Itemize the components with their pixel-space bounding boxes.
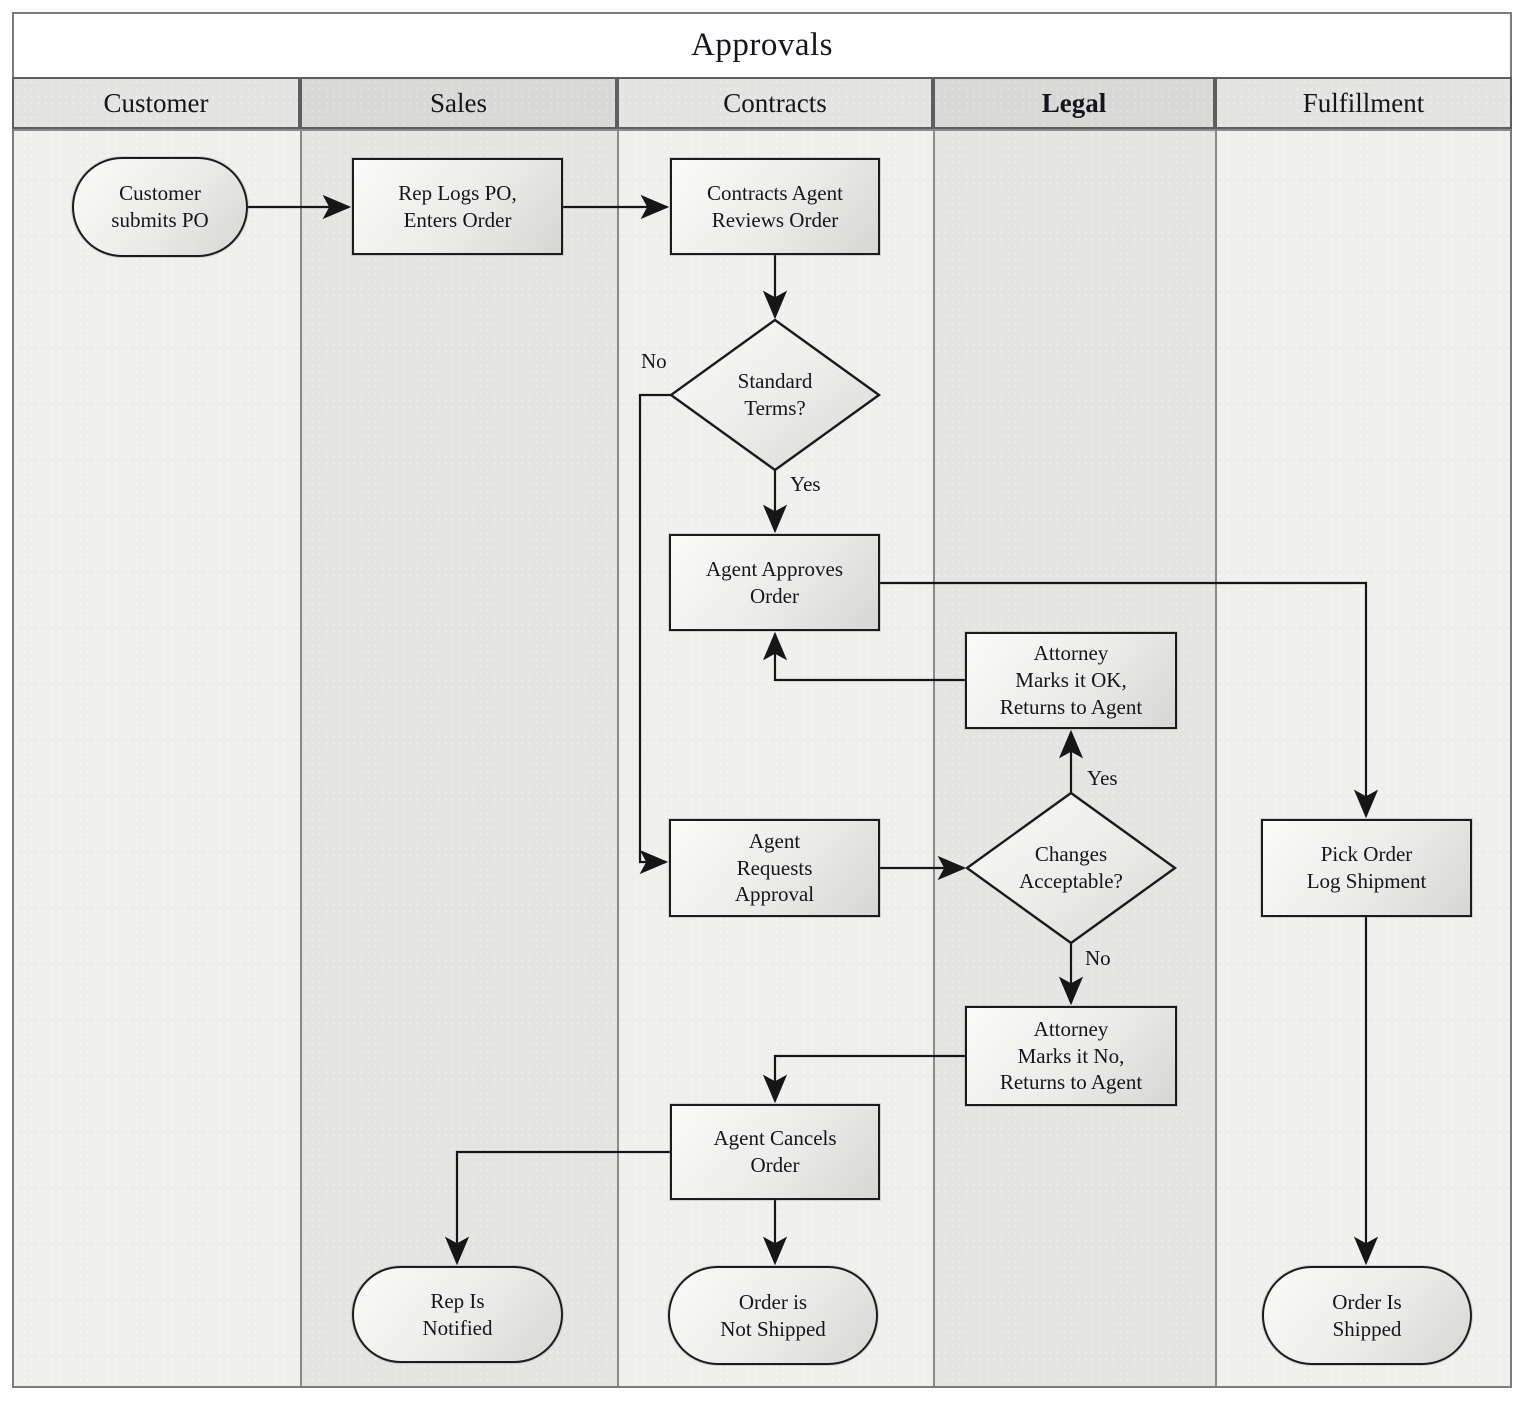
process-attorney-marks-no: Attorney Marks it No, Returns to Agent <box>965 1006 1177 1106</box>
lane-header-legal: Legal <box>933 77 1215 129</box>
start-customer-submits-po: Customer submits PO <box>72 157 248 257</box>
lane-header-customer: Customer <box>12 77 300 129</box>
process-contracts-agent-reviews: Contracts Agent Reviews Order <box>670 158 880 255</box>
edge-label-changes-no: No <box>1085 946 1111 970</box>
process-attorney-marks-ok: Attorney Marks it OK, Returns to Agent <box>965 632 1177 729</box>
lane-body-fulfillment <box>1215 129 1510 1386</box>
edge-label-changes-yes: Yes <box>1087 766 1118 790</box>
lane-header-fulfillment: Fulfillment <box>1215 77 1512 129</box>
end-order-is-shipped: Order Is Shipped <box>1262 1266 1472 1365</box>
end-rep-is-notified: Rep Is Notified <box>352 1266 563 1363</box>
lane-header-contracts: Contracts <box>617 77 933 129</box>
diagram-title: Approvals <box>14 14 1510 77</box>
edge-label-standard-terms-yes: Yes <box>790 472 821 496</box>
process-agent-requests-approval: Agent Requests Approval <box>669 819 880 917</box>
decision-changes-acceptable-label: Changes Acceptable? <box>1019 842 1123 893</box>
process-pick-order-log-shipment: Pick Order Log Shipment <box>1261 819 1472 917</box>
end-order-not-shipped: Order is Not Shipped <box>668 1266 878 1365</box>
lane-header-sales: Sales <box>300 77 617 129</box>
edge-label-standard-terms-no: No <box>641 349 667 373</box>
lane-body-customer <box>14 129 300 1386</box>
process-rep-logs-po: Rep Logs PO, Enters Order <box>352 158 563 255</box>
lane-body-legal <box>933 129 1215 1386</box>
decision-standard-terms-label: Standard Terms? <box>737 369 813 420</box>
lane-body-sales <box>300 129 617 1386</box>
process-agent-cancels: Agent Cancels Order <box>670 1104 880 1200</box>
process-agent-approves: Agent Approves Order <box>669 534 880 631</box>
